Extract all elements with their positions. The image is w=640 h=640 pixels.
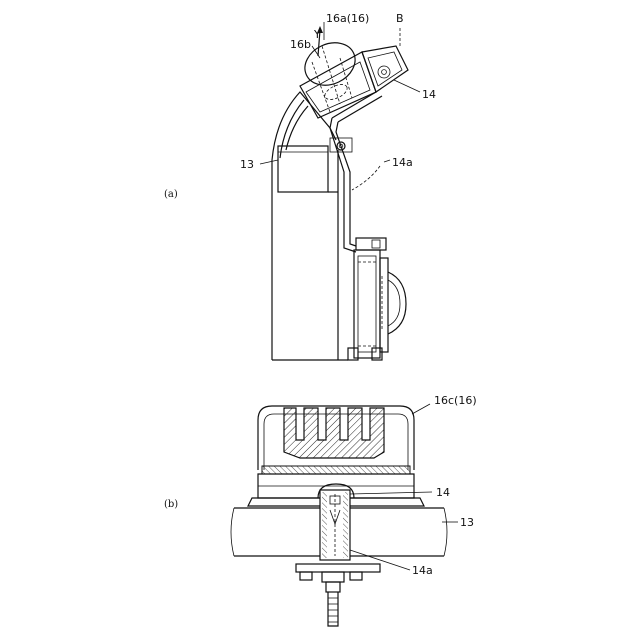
- bracket-14: [332, 28, 408, 122]
- housing-13: [272, 146, 348, 360]
- label-y-axis: Y: [313, 28, 321, 41]
- label-14a-top: 14a: [392, 156, 413, 169]
- label-b: B: [396, 12, 404, 25]
- label-13-top: 13: [240, 158, 254, 171]
- label-14a-bottom: 14a: [412, 564, 433, 577]
- panel-a-label: (a): [164, 189, 178, 200]
- label-14-bottom: 14: [436, 486, 450, 499]
- label-16a: 16a(16): [326, 12, 369, 25]
- label-16c: 16c(16): [434, 394, 477, 407]
- label-14-top: 14: [422, 88, 436, 101]
- figure-a: (a): [164, 12, 436, 360]
- heatsink-16c: [258, 406, 414, 474]
- label-13-bottom: 13: [460, 516, 474, 529]
- figure-b: (b): [164, 394, 477, 626]
- cable-14a-bottom: [296, 564, 380, 626]
- label-16b: 16b: [290, 38, 311, 51]
- connector-box: [348, 238, 406, 360]
- sensor-14: [318, 484, 354, 560]
- panel-b-label: (b): [164, 499, 178, 510]
- cover-16a: [272, 92, 352, 160]
